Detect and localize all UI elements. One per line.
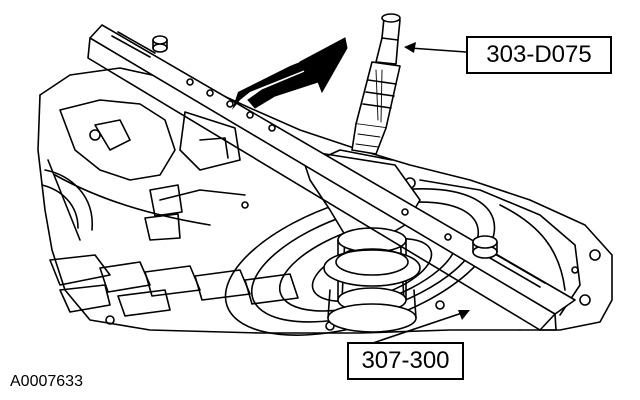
micrometer-303-D075 — [351, 13, 401, 155]
leader-arrow-icon — [404, 42, 470, 320]
transmission-case — [37, 67, 613, 334]
figure-id-label: A0007633 — [10, 373, 83, 390]
left-bore — [41, 169, 93, 231]
callout-tool-307-300: 307-300 — [347, 342, 464, 380]
bar-tool-307-300 — [87, 24, 576, 331]
callout-tool-303-D075: 303-D075 — [466, 36, 612, 74]
bold-arrow-icon — [232, 37, 348, 110]
